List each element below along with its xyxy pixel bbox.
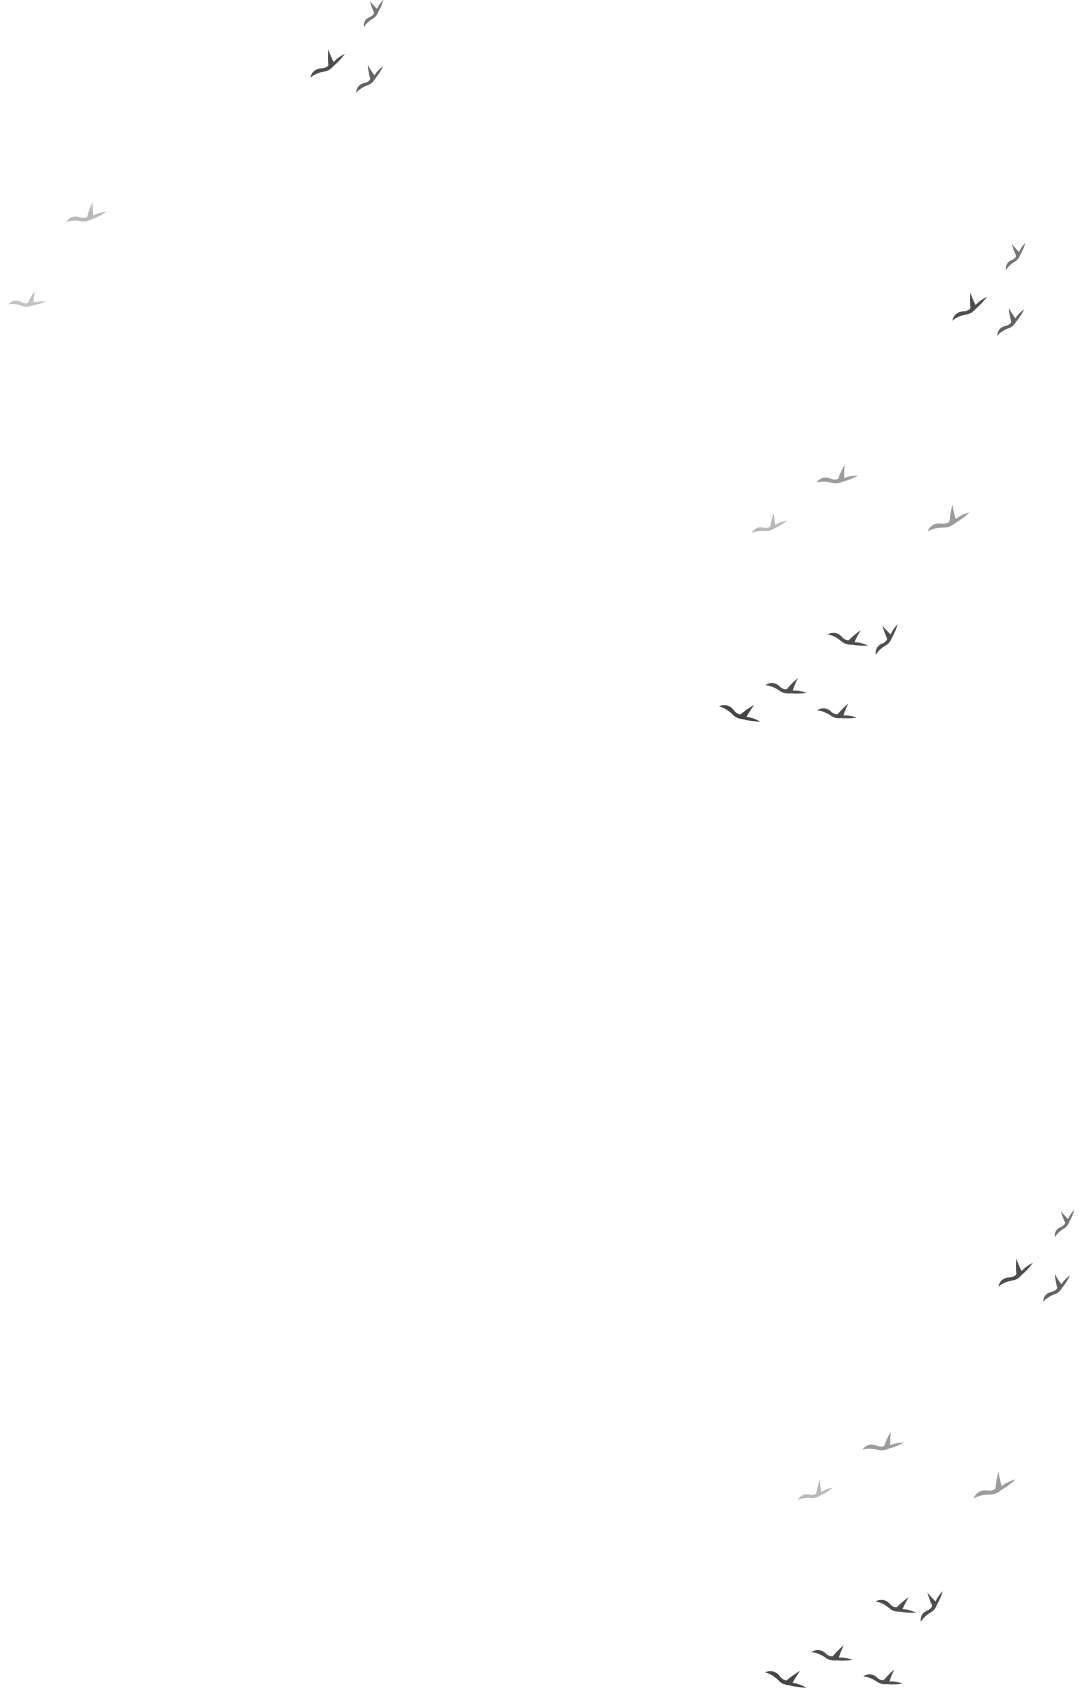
bird-icon — [808, 1638, 856, 1672]
bird-icon — [942, 282, 997, 335]
bird-icon — [713, 692, 768, 735]
bird-icon — [814, 697, 860, 729]
bird-icon — [986, 297, 1033, 346]
bird-icon — [4, 285, 49, 319]
bird-icon — [857, 1425, 909, 1466]
bird-icon — [995, 234, 1034, 278]
bird-icon — [59, 194, 112, 238]
bird-icon — [864, 614, 908, 663]
bird-icon — [811, 458, 863, 499]
bird-icon — [745, 505, 794, 547]
bird-icon — [823, 620, 874, 658]
bird-icon — [988, 1248, 1043, 1301]
bird-icon — [300, 39, 355, 92]
bird-icon — [860, 1663, 906, 1688]
bird-icon — [871, 1587, 922, 1625]
bird-icon — [1044, 1201, 1080, 1245]
bird-icon — [759, 1658, 814, 1688]
bird-icon — [964, 1461, 1024, 1515]
bird-icon — [762, 671, 810, 705]
bird-icon — [1032, 1263, 1079, 1312]
bird-icon — [353, 0, 392, 35]
bird-icon — [909, 1581, 953, 1630]
bird-icon — [918, 494, 978, 548]
bird-icon — [791, 1472, 840, 1514]
bird-icon — [345, 54, 392, 103]
